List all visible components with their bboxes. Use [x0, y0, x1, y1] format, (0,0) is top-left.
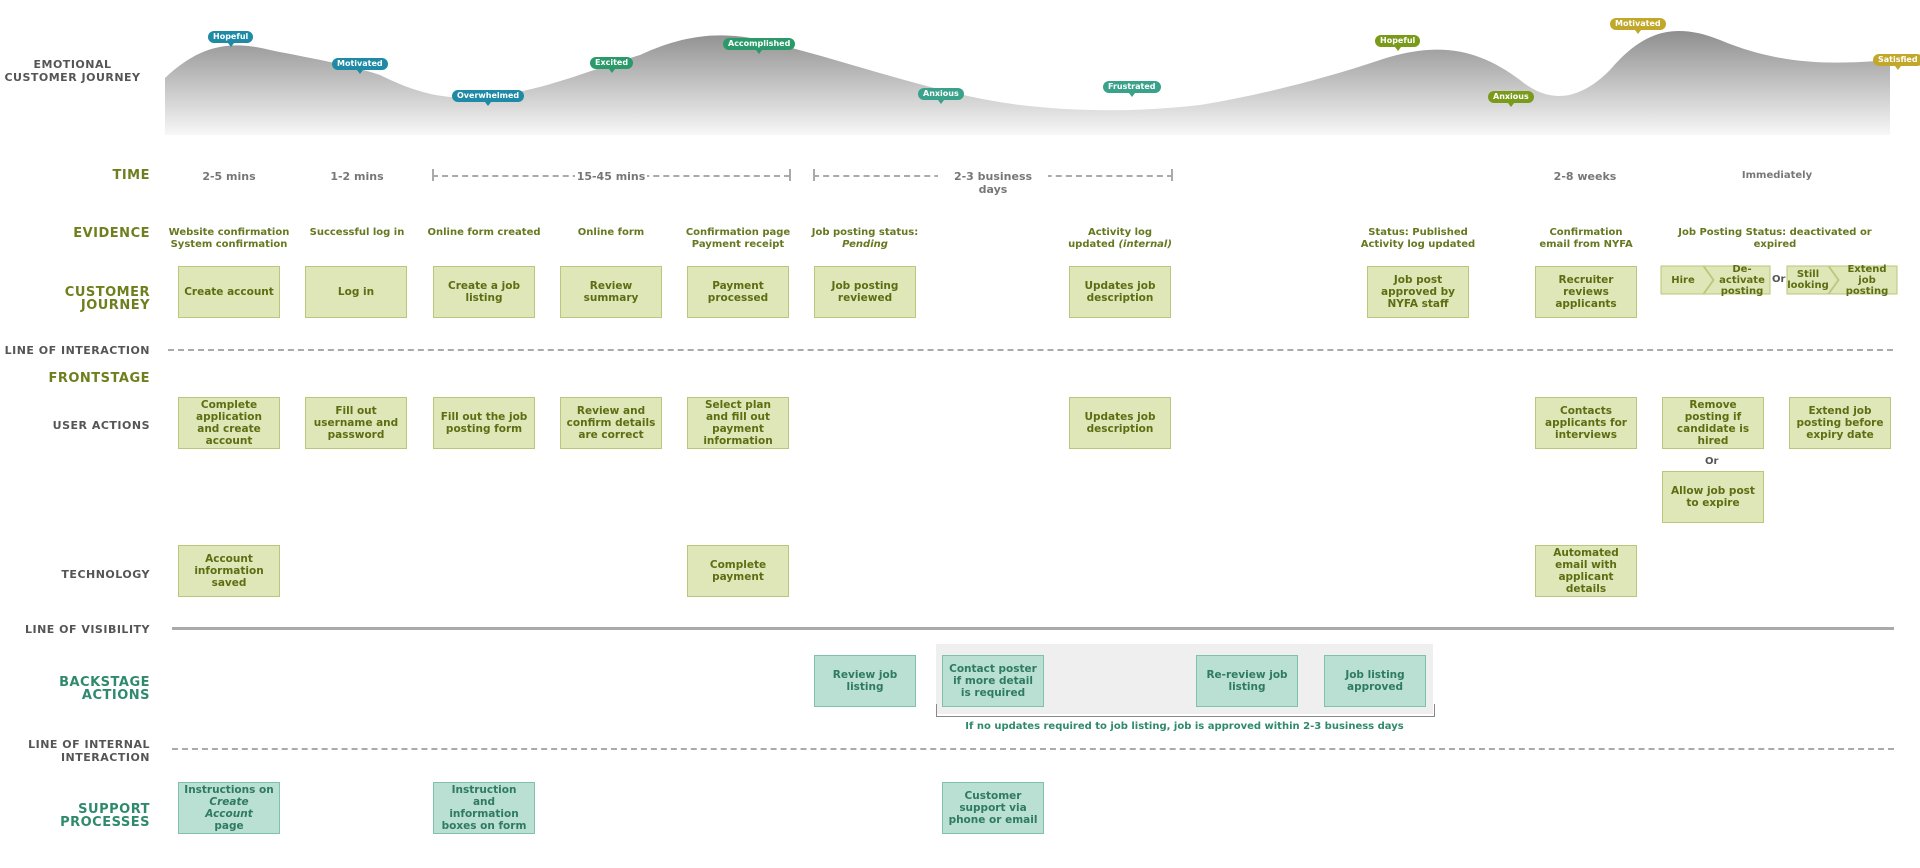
evidence-label: EVIDENCE [73, 226, 150, 241]
evidence-item: Successful log in [309, 227, 405, 238]
time-value: 2-8 weeks [1553, 170, 1617, 183]
time-span-tick [432, 169, 434, 181]
emotion-tag: Anxious [1488, 91, 1534, 107]
journey-step: Create account [178, 266, 280, 318]
journey-still-looking: Still looking [1787, 269, 1829, 291]
time-span-tick [789, 169, 791, 181]
evidence-item: Online form created [427, 227, 541, 238]
evidence-item: Online form [577, 227, 645, 238]
backstage-label: BACKSTAGE ACTIONS [59, 675, 150, 703]
user-actions-label: USER ACTIONS [52, 419, 150, 432]
emotion-tag: Accomplished [723, 38, 796, 54]
user-action: Review and confirm details are correct [560, 397, 662, 449]
evidence-item: Job posting status:Pending [811, 227, 919, 250]
emotion-tag: Excited [590, 57, 634, 73]
journey-deactivate: De-activate posting [1719, 263, 1765, 297]
emotion-tag: Anxious [918, 88, 964, 104]
emotion-tag: Motivated [1610, 18, 1666, 34]
technology-item: Complete payment [687, 545, 789, 597]
support-label: SUPPORT PROCESSES [60, 802, 150, 830]
time-value: Immediately [1741, 170, 1813, 181]
emotion-tag: Satisfied [1873, 54, 1920, 70]
line-of-internal-interaction [172, 748, 1894, 750]
technology-label: TECHNOLOGY [61, 568, 150, 581]
line-of-internal-interaction-label: LINE OF INTERNAL INTERACTION [28, 738, 150, 764]
technology-item: Automated email with applicant details [1535, 545, 1637, 597]
time-span-tick [813, 169, 815, 181]
chevron-group [1660, 265, 1898, 295]
time-value: 2-3 business days [938, 170, 1048, 196]
or-label: Or [1772, 274, 1786, 285]
user-action: Remove posting if candidate is hired [1662, 397, 1764, 449]
or-label: Or [1705, 456, 1719, 467]
time-value: 15-45 mins [575, 170, 647, 183]
backstage-action: Re-review job listing [1196, 655, 1298, 707]
backstage-action: Job listing approved [1324, 655, 1426, 707]
frontstage-label: FRONTSTAGE [48, 371, 150, 386]
backstage-action: Review job listing [814, 655, 916, 707]
user-action: Fill out the job posting form [433, 397, 535, 449]
journey-step: Log in [305, 266, 407, 318]
backstage-action: Contact poster if more detail is require… [942, 655, 1044, 707]
emotion-tag: Hopeful [208, 31, 254, 47]
journey-step: Job posting reviewed [814, 266, 916, 318]
journey-hire: Hire [1671, 274, 1695, 286]
user-action: Complete application and create account [178, 397, 280, 449]
backstage-bracket [936, 704, 1435, 717]
emotion-tag: Motivated [332, 58, 388, 74]
time-span-tick [1171, 169, 1173, 181]
emotion-tag: Hopeful [1375, 35, 1421, 51]
time-label: TIME [112, 168, 150, 183]
backstage-note: If no updates required to job listing, j… [965, 721, 1404, 732]
journey-step: Create a job listing [433, 266, 535, 318]
user-action: Extend job posting before expiry date [1789, 397, 1891, 449]
time-value: 2-5 mins [202, 170, 256, 183]
line-of-visibility [172, 627, 1894, 630]
user-action: Select plan and fill out payment informa… [687, 397, 789, 449]
evidence-item: Job Posting Status: deactivated or expir… [1678, 227, 1872, 250]
journey-extend: Extend job posting [1845, 263, 1889, 297]
user-action: Updates job description [1069, 397, 1171, 449]
journey-step: Recruiter reviews applicants [1535, 266, 1637, 318]
journey-step: Payment processed [687, 266, 789, 318]
time-value: 1-2 mins [330, 170, 384, 183]
support-process: Customer support via phone or email [942, 782, 1044, 834]
emotional-journey-label: EMOTIONAL CUSTOMER JOURNEY [4, 58, 141, 84]
emotional-curve [165, 31, 1890, 135]
line-of-visibility-label: LINE OF VISIBILITY [24, 623, 150, 636]
journey-step: Updates job description [1069, 266, 1171, 318]
line-of-interaction [168, 349, 1893, 351]
support-process: Instruction and information boxes on for… [433, 782, 535, 834]
user-action: Fill out username and password [305, 397, 407, 449]
emotion-tag: Frustrated [1103, 81, 1161, 97]
user-action: Allow job post to expire [1662, 471, 1764, 523]
user-action: Contacts applicants for interviews [1535, 397, 1637, 449]
journey-step: Review summary [560, 266, 662, 318]
line-of-interaction-label: LINE OF INTERACTION [4, 344, 150, 357]
journey-step: Job post approved by NYFA staff [1367, 266, 1469, 318]
customer-journey-label: CUSTOMER JOURNEY [64, 285, 150, 313]
technology-item: Account information saved [178, 545, 280, 597]
emotion-tag: Overwhelmed [452, 90, 525, 106]
